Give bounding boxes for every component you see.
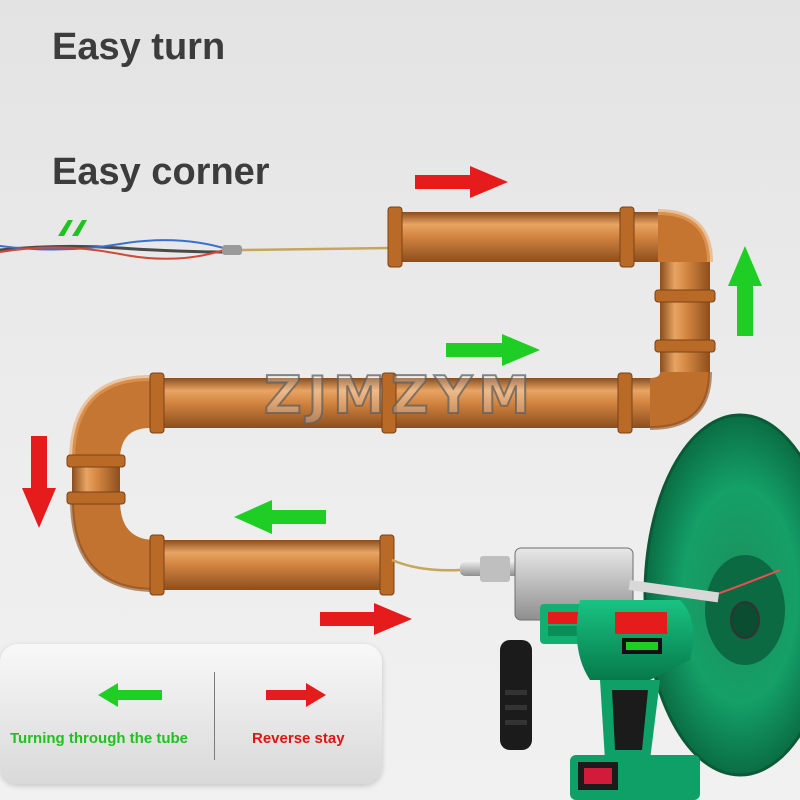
arrow-right-green-icon-middle — [446, 334, 540, 366]
legend-label-reverse: Reverse stay — [252, 730, 345, 747]
title-easy-turn: Easy turn — [52, 26, 226, 68]
arrow-left-green-icon-bottom — [234, 500, 326, 534]
cable-reel — [643, 413, 800, 777]
arrow-right-red-icon-top — [415, 166, 508, 198]
title-easy-corner: Easy corner — [52, 151, 270, 193]
arrow-left-green-icon — [98, 683, 162, 707]
legend-panel: Turning through the tube Reverse stay — [0, 644, 382, 784]
cable-marker — [58, 220, 87, 236]
legend-label-turning: Turning through the tube — [10, 730, 189, 747]
fish-tape — [391, 558, 461, 572]
arrow-right-red-icon — [266, 683, 326, 707]
arrow-right-red-icon-bottom — [320, 603, 412, 635]
arrow-down-red-icon — [22, 436, 56, 528]
threading-machine — [460, 547, 720, 800]
copper-pipe — [66, 206, 716, 596]
cable — [0, 239, 389, 260]
legend-divider — [214, 672, 215, 760]
arrow-up-green-icon — [728, 246, 762, 336]
